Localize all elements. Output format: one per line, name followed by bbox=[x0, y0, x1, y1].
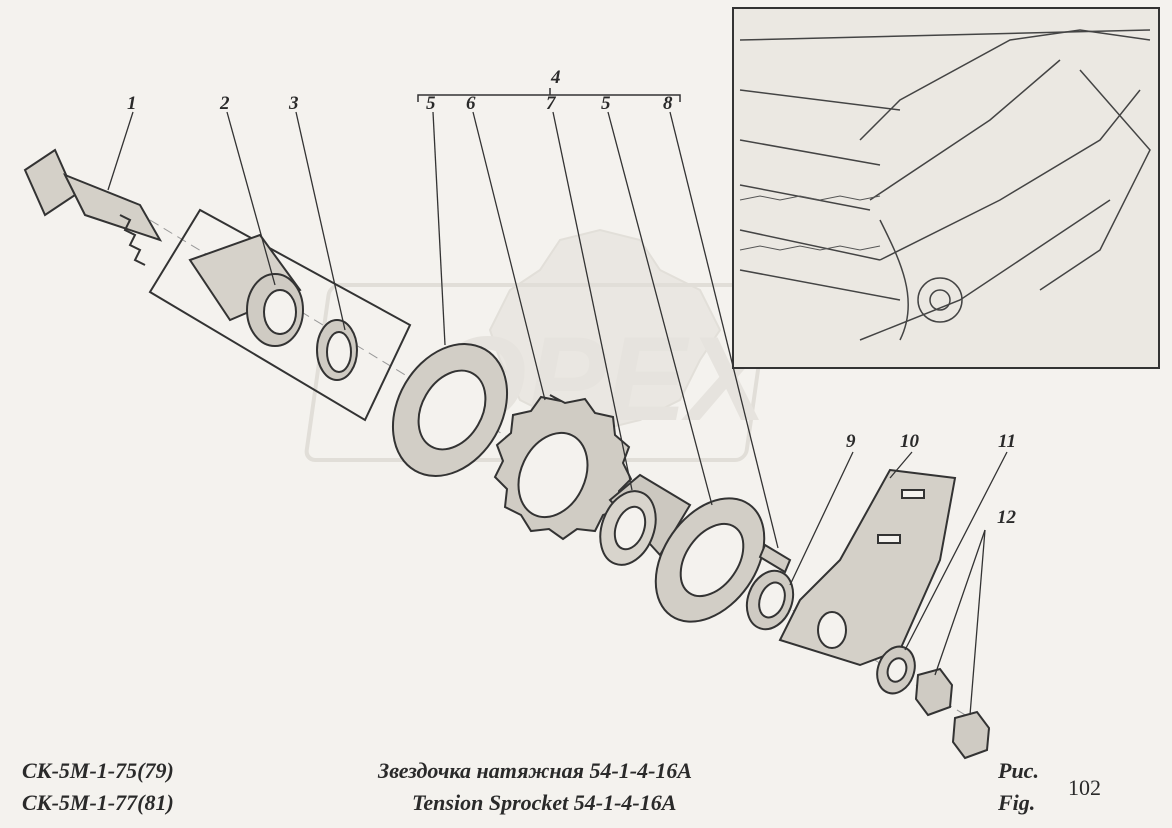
label-4: 4 bbox=[550, 67, 561, 88]
plate-part-10 bbox=[778, 468, 957, 667]
figure-title-en: Tension Sprocket 54-1-4-16A bbox=[412, 790, 677, 815]
washer-part-11 bbox=[876, 645, 916, 695]
label-10: 10 bbox=[900, 431, 920, 452]
label-12: 12 bbox=[997, 507, 1017, 528]
figure-label-ru: Рис. bbox=[998, 758, 1039, 783]
leader-lines bbox=[107, 111, 1008, 716]
figure-title-ru: Звездочка натяжная 54-1-4-16А bbox=[378, 758, 693, 783]
flange-part-5-left bbox=[391, 343, 509, 477]
bushing-part-9 bbox=[745, 569, 795, 631]
label-2: 2 bbox=[219, 93, 230, 114]
bolt-part-1 bbox=[23, 148, 163, 266]
label-6: 6 bbox=[466, 93, 476, 114]
label-3: 3 bbox=[288, 93, 299, 114]
label-5b: 5 bbox=[601, 93, 611, 114]
bearing-part-2 bbox=[148, 208, 412, 422]
flange-part-5-right bbox=[654, 497, 766, 623]
figure-label-en: Fig. bbox=[998, 790, 1036, 815]
bearing-part-7 bbox=[599, 473, 692, 566]
label-9: 9 bbox=[846, 431, 856, 452]
figure-number: 102 bbox=[1068, 775, 1101, 800]
sprocket-part-6 bbox=[493, 394, 633, 541]
inset-photo bbox=[732, 7, 1160, 369]
model-number-2: СК-5М-1-77(81) bbox=[22, 790, 174, 815]
group-bracket-4 bbox=[417, 88, 681, 102]
label-7: 7 bbox=[546, 93, 557, 114]
label-8: 8 bbox=[663, 93, 673, 114]
bolt-part-8 bbox=[758, 543, 792, 574]
label-1: 1 bbox=[127, 93, 137, 114]
model-number-1: СК-5М-1-75(79) bbox=[22, 758, 174, 783]
nuts-part-12 bbox=[914, 667, 991, 760]
label-11: 11 bbox=[998, 431, 1016, 452]
part-labels: 1 2 3 4 5 6 7 5 8 9 10 11 12 bbox=[127, 67, 1017, 528]
ring-part-3 bbox=[316, 319, 358, 381]
label-5a: 5 bbox=[426, 93, 436, 114]
